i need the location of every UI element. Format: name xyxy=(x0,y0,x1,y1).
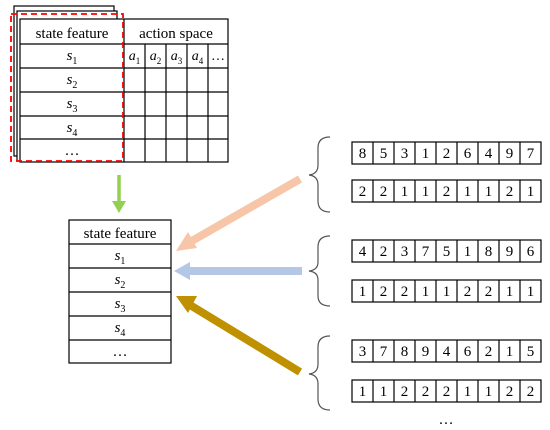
sequence-cell: 1 xyxy=(527,284,535,300)
sequence-cell: 8 xyxy=(401,344,409,360)
sequence-cell: 8 xyxy=(359,146,367,162)
curly-braces xyxy=(308,136,331,411)
sequence-cell: 1 xyxy=(506,344,514,360)
sequence-cell: 2 xyxy=(443,384,451,400)
sequence-cell: 2 xyxy=(485,284,493,300)
peach-arrow xyxy=(176,175,302,251)
bottom-state-cell: … xyxy=(113,344,128,360)
sequence-cell: 5 xyxy=(443,244,451,260)
sequence-cell: 2 xyxy=(443,146,451,162)
sequence-cell: 5 xyxy=(527,344,535,360)
more-sequences-ellipsis: … xyxy=(439,412,454,428)
sequence-cell: 1 xyxy=(443,284,451,300)
brace-group-1 xyxy=(308,136,331,213)
sequence-cell: 1 xyxy=(380,384,388,400)
sequence-cell: 2 xyxy=(380,244,388,260)
top-state-action-table: state feature action space s1 s2 s3 s4 … a1 a… xyxy=(19,18,229,163)
sequence-cell: 4 xyxy=(359,244,367,260)
action-cell: a4 xyxy=(192,49,204,66)
state-feature-highlight-box xyxy=(10,13,124,162)
bottom-state-cell: s2 xyxy=(115,272,126,291)
blue-arrow xyxy=(174,262,302,280)
sequence-cell: 1 xyxy=(359,384,367,400)
sequence-cell: 1 xyxy=(422,284,430,300)
action-cell: a3 xyxy=(171,49,183,66)
bottom-state-feature-header: state feature xyxy=(84,226,157,242)
sequence-cell: 1 xyxy=(506,284,514,300)
sequence-row-box xyxy=(351,179,542,203)
sequence-cell: 2 xyxy=(401,284,409,300)
sequence-cell: 7 xyxy=(527,146,535,162)
sequence-cell: 2 xyxy=(380,184,388,200)
sequence-row-box xyxy=(351,239,542,263)
top-state-feature-header: state feature xyxy=(36,26,109,42)
sequence-cell: 2 xyxy=(506,384,514,400)
sequence-cell: 9 xyxy=(422,344,430,360)
top-action-space-header: action space xyxy=(139,26,213,42)
sequence-cell: 2 xyxy=(443,184,451,200)
top-state-cell: … xyxy=(65,143,80,159)
brace-group-3 xyxy=(308,335,331,411)
sequence-cell: 1 xyxy=(464,184,472,200)
sequence-cell: 2 xyxy=(359,184,367,200)
sequence-cell: 1 xyxy=(401,184,409,200)
sequence-cell: 1 xyxy=(527,184,535,200)
group-arrows xyxy=(174,175,303,376)
sequence-cell: 8 xyxy=(485,244,493,260)
sequence-row-box xyxy=(351,379,542,403)
top-state-cell: s2 xyxy=(67,72,78,91)
sequence-row-box xyxy=(351,339,542,363)
sequence-cell: 6 xyxy=(464,146,472,162)
gold-arrow xyxy=(176,296,303,376)
sequence-cell: 1 xyxy=(359,284,367,300)
bottom-state-cell: s1 xyxy=(115,248,126,267)
sequence-cell: 2 xyxy=(380,284,388,300)
action-cell: … xyxy=(211,49,225,64)
top-state-cell: s1 xyxy=(67,48,78,67)
sequence-cell: 1 xyxy=(422,146,430,162)
sequence-cell: 1 xyxy=(464,384,472,400)
sequence-cell: 3 xyxy=(359,344,367,360)
sequence-cell: 3 xyxy=(401,244,409,260)
green-down-arrow xyxy=(112,175,126,213)
sequence-cell: 3 xyxy=(401,146,409,162)
sequence-cell: 6 xyxy=(464,344,472,360)
sequence-row-box xyxy=(351,279,542,303)
sequence-cell: 4 xyxy=(443,344,451,360)
sequence-cell: 1 xyxy=(464,244,472,260)
sequence-cell: 7 xyxy=(422,244,430,260)
sequence-cell: 2 xyxy=(485,344,493,360)
sequence-cell: 2 xyxy=(464,284,472,300)
sequence-cell: 2 xyxy=(506,184,514,200)
sequence-cell: 1 xyxy=(485,384,493,400)
brace-group-2 xyxy=(308,235,331,307)
bottom-state-cell: s3 xyxy=(115,296,126,315)
bottom-state-cell: s4 xyxy=(115,320,126,339)
sequence-cell: 1 xyxy=(422,184,430,200)
sequence-cell: 7 xyxy=(380,344,388,360)
action-cell: a1 xyxy=(129,49,141,66)
top-state-cell: s3 xyxy=(67,96,78,115)
action-cell: a2 xyxy=(150,49,162,66)
sequence-cell: 5 xyxy=(380,146,388,162)
bottom-state-feature-table: state feature s1 s2 s3 s4 … xyxy=(68,219,172,364)
sequence-cell: 6 xyxy=(527,244,535,260)
sequence-cell: 9 xyxy=(506,244,514,260)
sequence-row-box xyxy=(351,141,542,165)
sequence-cell: 2 xyxy=(527,384,535,400)
sequence-cell: 4 xyxy=(485,146,493,162)
sequence-cell: 2 xyxy=(401,384,409,400)
top-state-cell: s4 xyxy=(67,120,78,139)
sequence-cell: 1 xyxy=(485,184,493,200)
sequence-cell: 9 xyxy=(506,146,514,162)
sequence-cell: 2 xyxy=(422,384,430,400)
